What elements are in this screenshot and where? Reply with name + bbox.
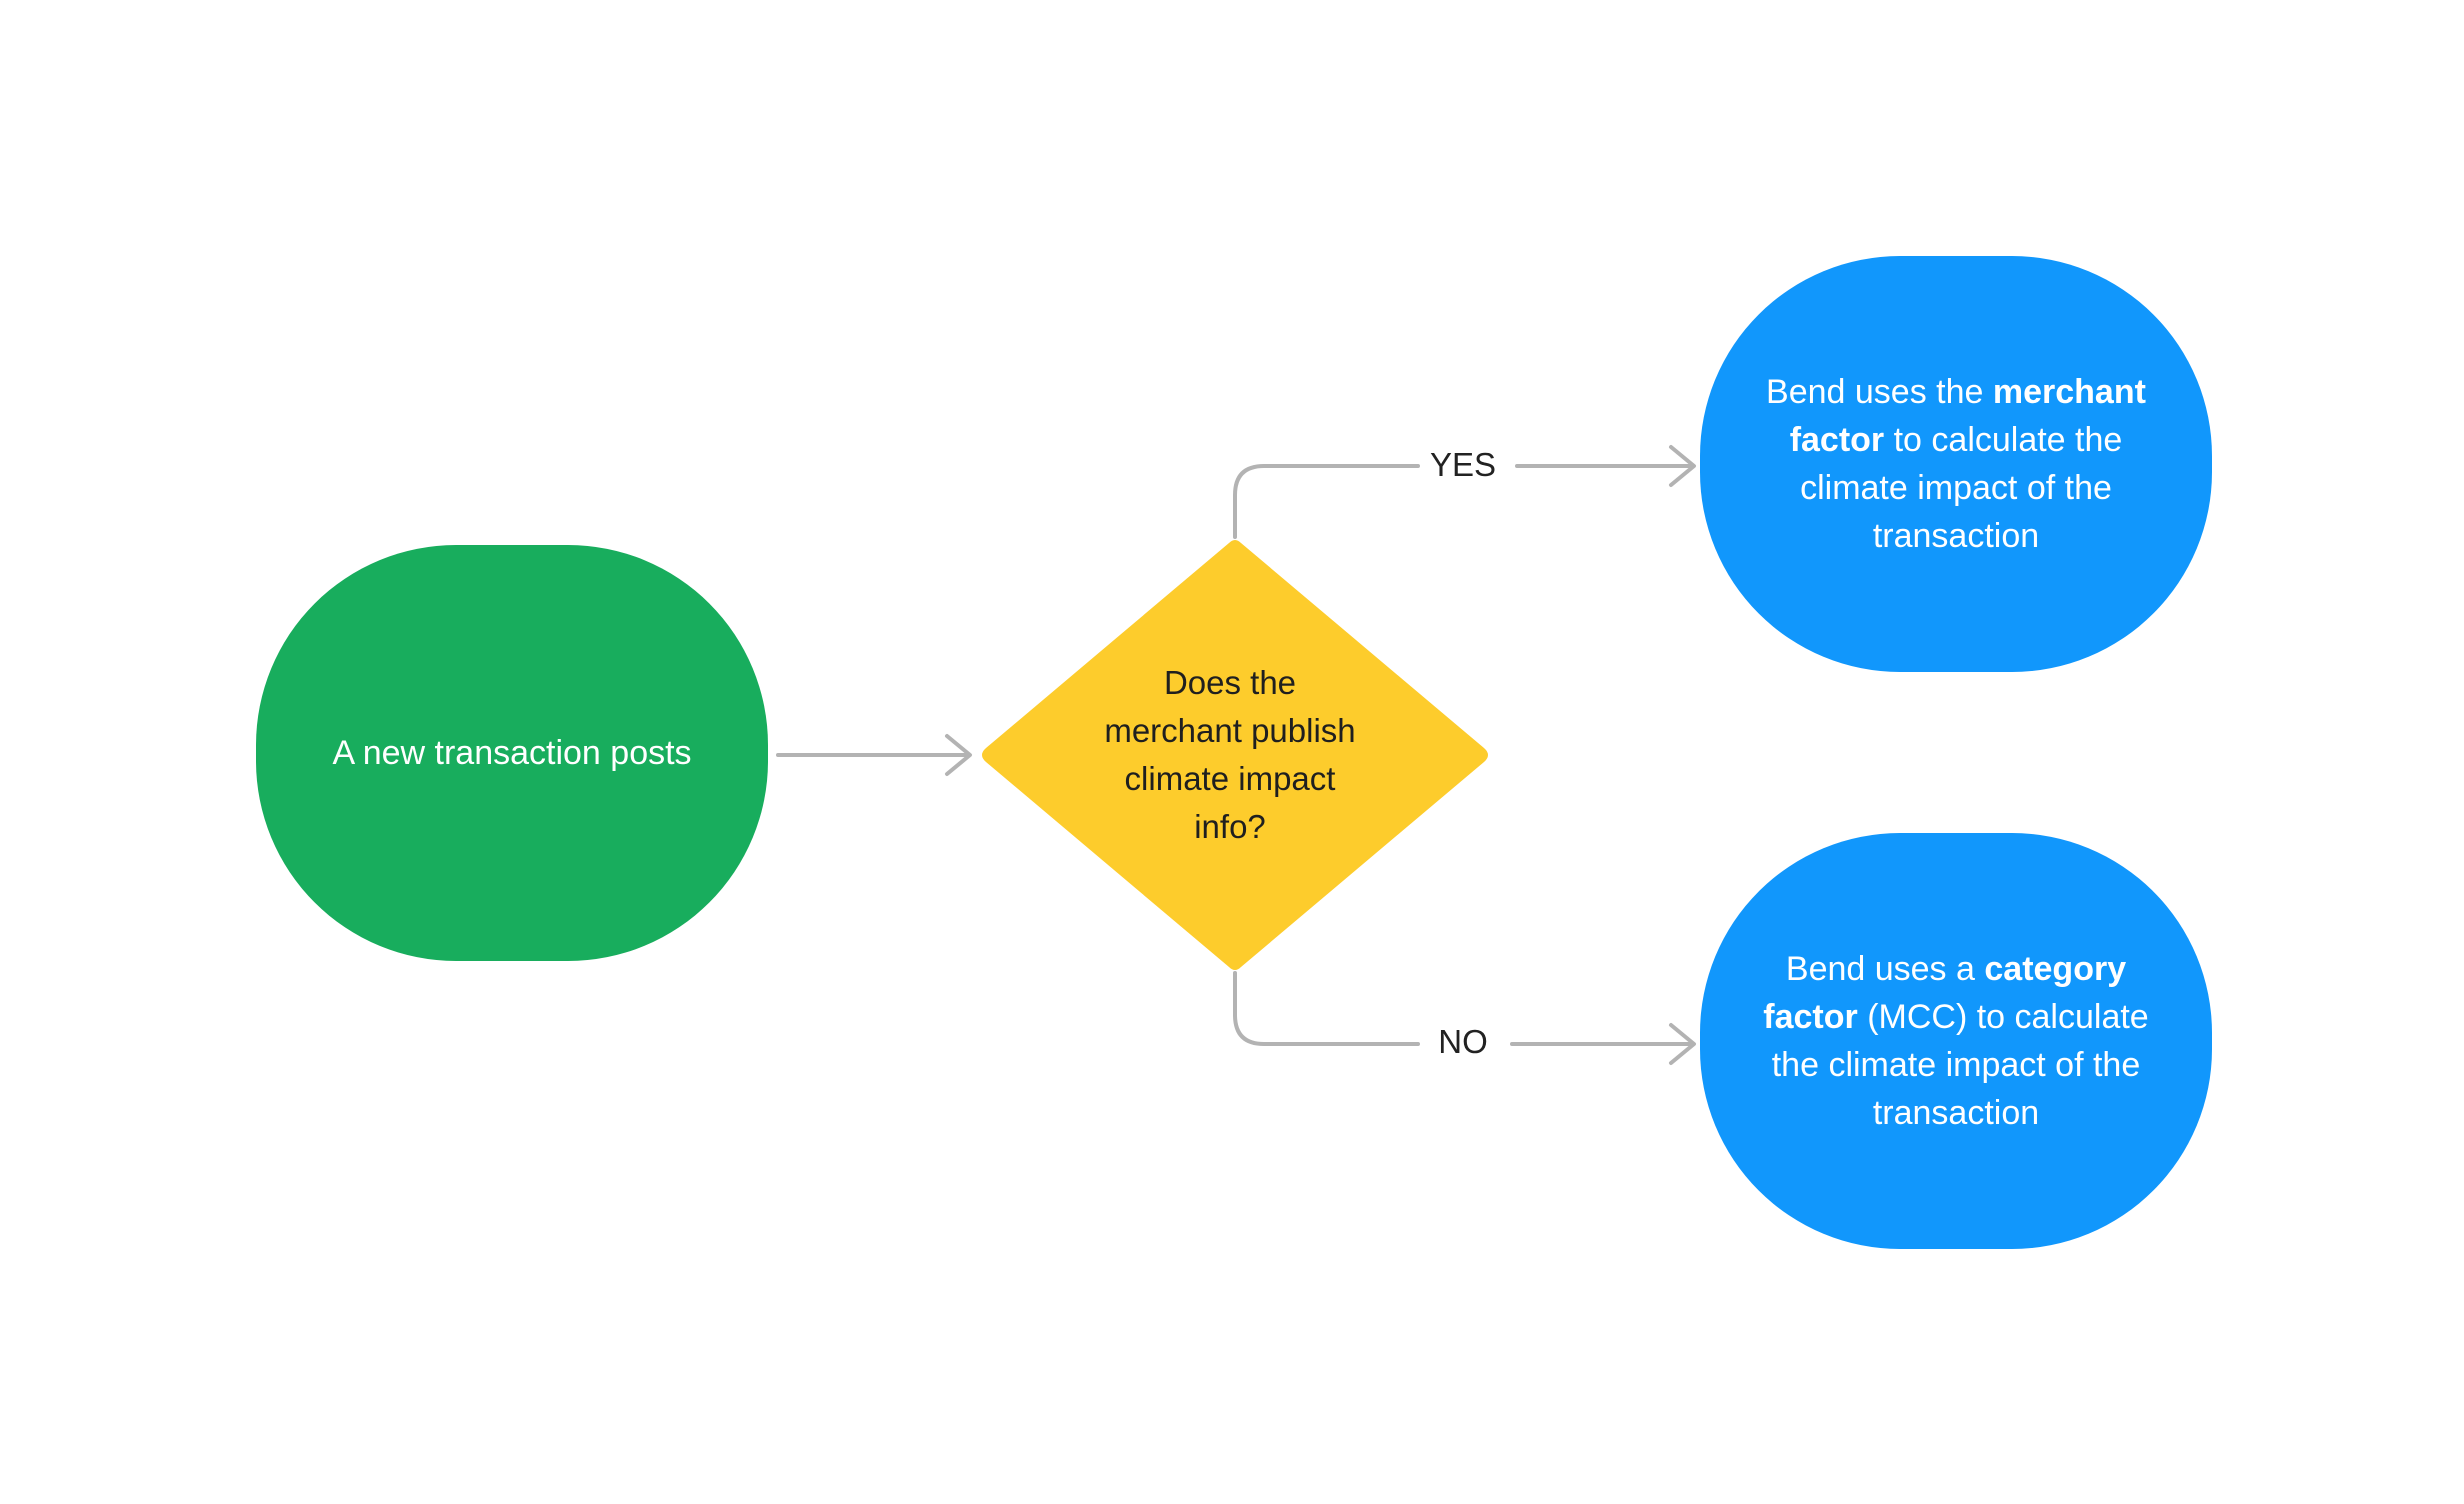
yes-label: YES	[1429, 446, 1497, 483]
category-factor-bold: category factor	[1763, 950, 2127, 1036]
arrowhead-start-to-decision	[945, 734, 972, 776]
merchant-factor-suffix: to calculate the climate impact of the t…	[1800, 421, 2123, 555]
merchant-factor-text: Bend uses the merchant factor to calcula…	[1740, 368, 2172, 560]
merchant-factor-bold: merchant factor	[1789, 373, 2146, 459]
merchant-factor-prefix: Bend uses the	[1766, 373, 1993, 411]
no-label: NO	[1438, 1023, 1488, 1060]
arrowhead-yes	[1669, 445, 1696, 487]
decision-node-label: Does the merchant publish climate impact…	[1104, 664, 1356, 845]
arrowhead-no	[1669, 1023, 1696, 1065]
start-node: A new transaction posts	[256, 545, 768, 961]
connector-yes-elbow	[1233, 464, 1420, 539]
category-factor-node: Bend uses a category factor (MCC) to cal…	[1700, 833, 2212, 1249]
connector-no-elbow	[1233, 971, 1420, 1046]
category-factor-prefix: Bend uses a	[1785, 950, 1985, 988]
merchant-factor-node: Bend uses the merchant factor to calcula…	[1700, 256, 2212, 672]
start-node-label: A new transaction posts	[332, 734, 692, 772]
decision-diamond	[982, 540, 1488, 970]
category-factor-suffix: (MCC) to calculate the climate impact of…	[1771, 998, 2149, 1132]
category-factor-text: Bend uses a category factor (MCC) to cal…	[1740, 945, 2172, 1137]
